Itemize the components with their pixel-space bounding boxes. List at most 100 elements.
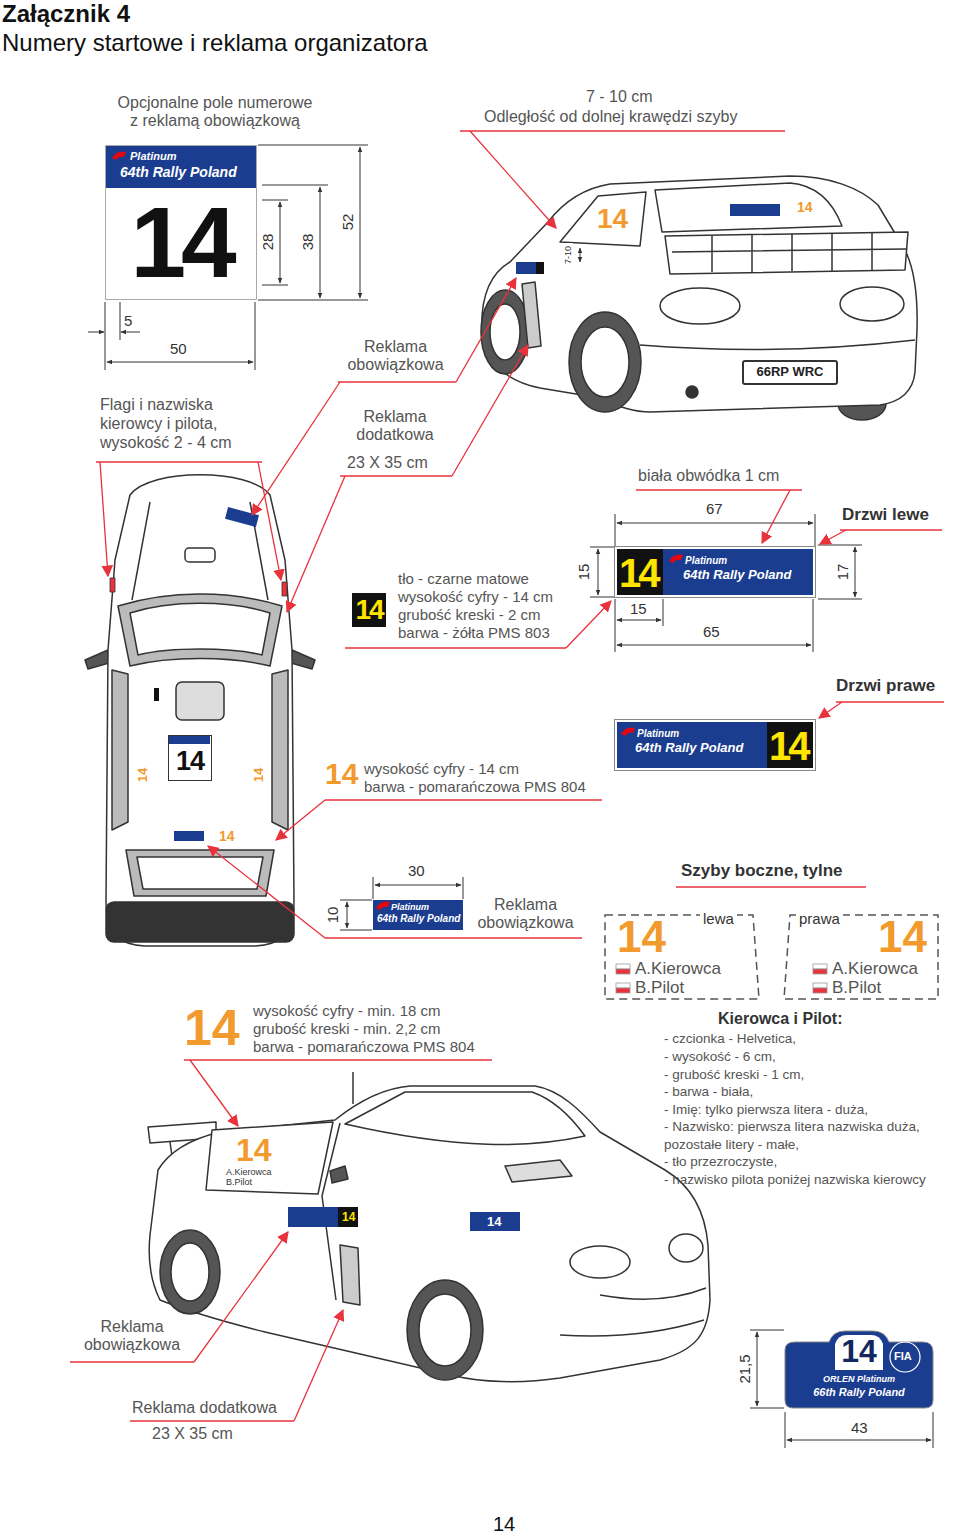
leader-line (100, 462, 108, 576)
rear-car (665, 232, 908, 274)
dimension-line (347, 902, 348, 928)
callout: Reklama dodatkowa (132, 1399, 277, 1417)
box-text: FIA (894, 1350, 912, 1363)
callout: 7 - 10 cm (586, 88, 653, 106)
dimension-value: 43 (851, 1419, 868, 1436)
top-view-car (112, 670, 128, 830)
dimension-line (615, 514, 815, 546)
dimension-line (617, 620, 661, 621)
leader-line (676, 886, 866, 887)
page-title: Załącznik 4 (2, 0, 130, 28)
dimension-line (757, 1332, 758, 1406)
box-shape (169, 736, 210, 744)
page-number: 14 (493, 1513, 515, 1536)
spec-line: - Nazwisko: pierwsza litera nazwiska duż… (664, 1118, 956, 1153)
dimension-line (785, 1412, 933, 1448)
box-text: B.Pilot (635, 978, 684, 998)
spec-line: wysokość cyfry - 14 cm (364, 760, 519, 777)
dimension-line (258, 145, 368, 300)
spec-line: wysokość cyfry - 14 cm (398, 588, 553, 605)
front-car (419, 1294, 471, 1366)
box-shape (813, 964, 827, 969)
dimension-value: 28 (259, 234, 276, 251)
dimension-line (340, 900, 372, 930)
section-heading: Kierowca i Pilot: (718, 1010, 842, 1028)
callout: Flagi i nazwiska kierowcy i pilota, wyso… (100, 395, 260, 453)
box-text: A.Kierowca (832, 959, 918, 979)
start-number: 14 (325, 759, 358, 789)
callout: 23 X 35 cm (152, 1425, 233, 1443)
box-text: 14 (841, 1335, 877, 1367)
leader-line (460, 130, 785, 131)
front-car (171, 1243, 209, 1301)
leader-line (836, 701, 944, 702)
dimension-line (617, 645, 811, 646)
window-side: prawa (796, 910, 843, 927)
rear-car (686, 386, 698, 398)
rear-car (490, 304, 520, 360)
front-car (160, 1230, 220, 1314)
dimension-value: 52 (339, 214, 356, 231)
box-shape (813, 983, 827, 988)
front-car (470, 1212, 520, 1231)
dimension-line (590, 547, 614, 597)
box-shape (616, 969, 630, 974)
section-heading: Drzwi lewe (842, 505, 929, 525)
box-text: 14 (355, 596, 382, 624)
dimension-value: 15 (575, 564, 592, 581)
start-number: 14 (342, 1211, 355, 1223)
rear-car (481, 290, 529, 374)
rear-car (660, 288, 740, 324)
dimension-line (121, 332, 140, 333)
section-heading: Drzwi prawe (836, 676, 935, 696)
rear-car (522, 282, 541, 348)
front-car (338, 1207, 358, 1227)
spec-line: barwa - żółta PMS 803 (398, 624, 550, 641)
dimension-line (750, 1330, 784, 1408)
top-view-car (137, 857, 263, 889)
box-shape (835, 1335, 883, 1370)
box-text: Platinum (391, 902, 429, 912)
section-heading: Szyby boczne, tylne (681, 861, 843, 881)
box-text: 14 (619, 553, 658, 593)
leader-line (130, 1420, 294, 1421)
dimension-value: 15 (630, 600, 647, 617)
callout: biała obwódka 1 cm (638, 467, 779, 485)
dimension-line (617, 523, 813, 524)
spec-line: - tło przezroczyste, (664, 1153, 956, 1171)
dimension-line (88, 332, 104, 333)
door-panel: 14Platinum64th Rally Poland (615, 547, 815, 597)
start-number: 14 (797, 200, 813, 214)
top-view-car (110, 578, 115, 592)
dimension-line (360, 147, 361, 298)
top-view-car (106, 902, 294, 942)
leader-line (340, 475, 452, 476)
page-subtitle: Numery startowe i reklama organizatora (2, 29, 428, 57)
box-text: Platinum (637, 728, 679, 740)
leader-line (566, 601, 611, 648)
dimension-line (280, 202, 281, 283)
leader-line (70, 1361, 194, 1362)
box-shape (767, 722, 813, 768)
dimension-line (615, 599, 813, 652)
leader-line (325, 937, 582, 938)
leader-line (184, 1059, 492, 1060)
box-shape (106, 146, 256, 188)
ad-strip: Platinum64th Rally Poland (373, 900, 463, 930)
rear-car (569, 312, 641, 412)
leader-line (70, 131, 944, 1421)
spec-line: grubość kreski - 2 cm (398, 606, 541, 623)
callout: Odległość od dolnej krawędzi szyby (484, 108, 737, 126)
callout: Reklama obowiązkowa (338, 338, 453, 375)
spec-line: - grubość kreski - 1 cm, (664, 1066, 956, 1084)
front-car (600, 1288, 706, 1299)
box-shape (616, 964, 630, 969)
callout: Reklama obowiązkowa (72, 1318, 192, 1355)
dimension-line (598, 549, 599, 595)
dimension-value: 5 (124, 312, 132, 329)
box-shape (112, 152, 126, 160)
leader-line (456, 278, 516, 382)
front-car (330, 1166, 348, 1183)
rear-car (840, 287, 904, 321)
start-number: 14 (136, 768, 149, 782)
